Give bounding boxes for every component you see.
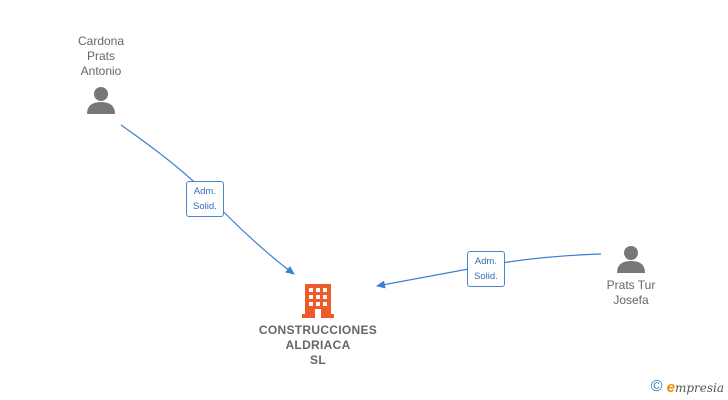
empresia-logo: © empresia xyxy=(651,378,724,396)
company-name: CONSTRUCCIONES ALDRIACA SL xyxy=(258,323,378,367)
person-icon xyxy=(87,87,115,114)
person-node-cardona[interactable]: Cardona Prats Antonio xyxy=(56,34,146,115)
person-icon xyxy=(617,246,645,273)
company-node[interactable]: CONSTRUCCIONES ALDRIACA SL xyxy=(238,282,398,368)
building-icon xyxy=(302,284,334,318)
relation-label-cardona[interactable]: Adm. Solid. xyxy=(186,181,224,217)
person-node-prats[interactable]: Prats Tur Josefa xyxy=(586,244,676,308)
person-name: Cardona Prats Antonio xyxy=(77,34,125,78)
brand-wordmark: empresia xyxy=(666,378,724,396)
person-name: Prats Tur Josefa xyxy=(606,278,656,307)
relation-label-prats[interactable]: Adm. Solid. xyxy=(467,251,505,287)
copyright-icon: © xyxy=(650,378,663,395)
